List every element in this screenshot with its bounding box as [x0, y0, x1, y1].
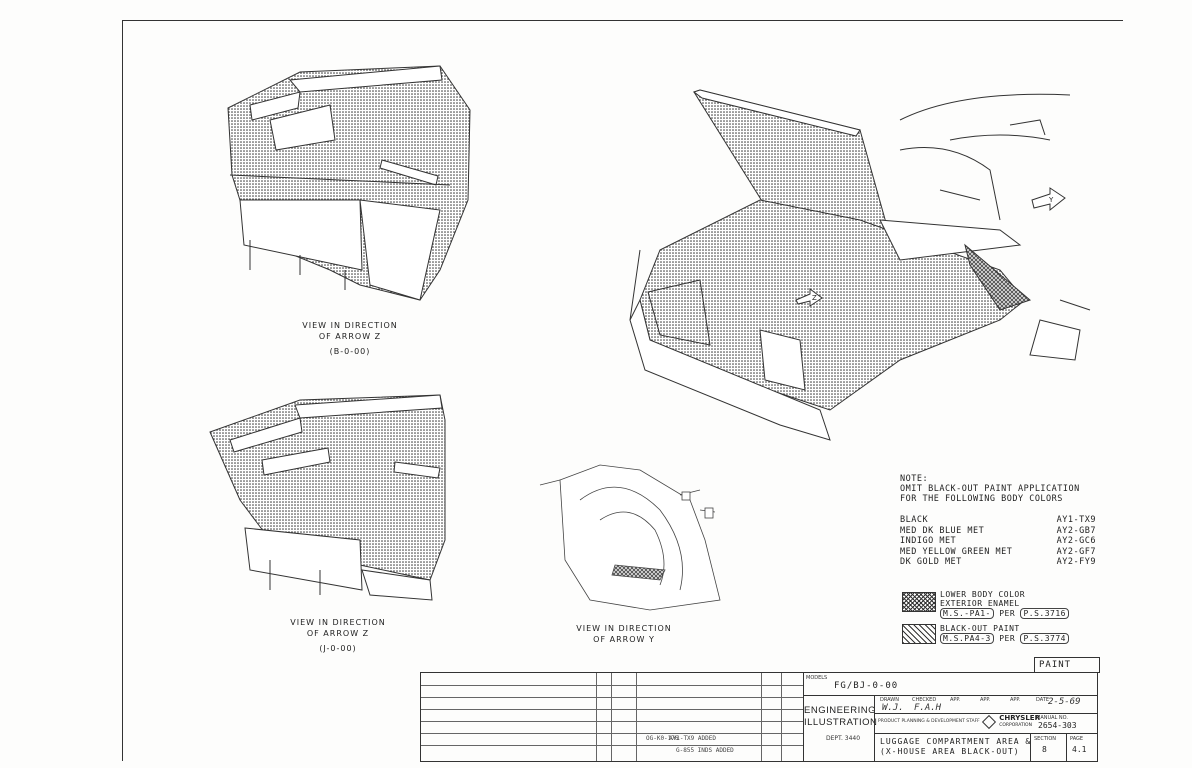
legend-line: LOWER BODY COLOR: [940, 590, 1026, 599]
legend-line: EXTERIOR ENAMEL: [940, 599, 1020, 608]
color-code: AY2-GF7: [1056, 546, 1096, 557]
category-label: PAINT: [1034, 657, 1100, 673]
manual-value: 2654-303: [1038, 721, 1077, 730]
arrow-z-label: Z: [812, 294, 817, 302]
revision-grid: OG-K0-176 G-855 INDS ADDED AY1-TX9 ADDED: [421, 673, 804, 761]
legend-text: LOWER BODY COLOR EXTERIOR ENAMEL M.S.-PA…: [940, 590, 1069, 619]
color-code: AY1-TX9: [1056, 515, 1096, 525]
color-code: AY2-GB7: [1056, 525, 1096, 536]
checked-label: CHECKED: [912, 697, 937, 703]
paint-note: NOTE: OMIT BLACK-OUT PAINT APPLICATION F…: [900, 474, 1080, 504]
legend-spec-row: M.S.PA4-3 PER P.S.3774: [940, 633, 1069, 644]
caption-view-z-bottom: VIEW IN DIRECTION OF ARROW Z (J-0-00): [288, 617, 388, 654]
section-label: SECTION: [1034, 736, 1057, 742]
brand-name: CHRYSLER: [999, 714, 1040, 722]
title-line: LUGGAGE COMPARTMENT AREA &: [880, 737, 1032, 746]
spec-box: M.S.-PA1-: [940, 608, 994, 619]
hatch-swatch: [902, 624, 936, 644]
revision-entry: AY1-TX9 ADDED: [669, 735, 716, 742]
caption-view-y: VIEW IN DIRECTION OF ARROW Y: [574, 623, 674, 645]
app-label: APP.: [950, 697, 961, 703]
drawn-label: DRAWN: [880, 697, 899, 703]
note-line: OMIT BLACK-OUT PAINT APPLICATION: [900, 484, 1080, 494]
crosshatch-swatch: [902, 592, 936, 612]
manual-label: MANUAL NO.: [1036, 715, 1068, 721]
ppd-label: PRODUCT PLANNING & DEVELOPMENT STAFF: [878, 719, 980, 724]
note-line: FOR THE FOLLOWING BODY COLORS: [900, 494, 1063, 504]
color-name: MED YELLOW GREEN MET: [900, 546, 1013, 557]
arrow-y-label: Y: [1048, 196, 1054, 204]
date-value: 2-5-69: [1048, 697, 1081, 707]
legend-per: PER: [999, 634, 1016, 643]
color-name: BLACK: [900, 515, 929, 525]
caption-line: OF ARROW Y: [593, 635, 655, 644]
dept-label: DEPT. 3440: [826, 735, 861, 742]
color-name: DK GOLD MET: [900, 557, 962, 567]
trunk-view-z-top: [227, 65, 471, 301]
engineering-illustration: ENGINEERING ILLUSTRATION: [804, 705, 878, 729]
drawing-title: LUGGAGE COMPARTMENT AREA & (X-HOUSE AREA…: [880, 737, 1031, 757]
eng-line: ILLUSTRATION: [804, 717, 878, 728]
drawn-value: W.J.: [882, 703, 904, 713]
pentastar-icon: [981, 714, 997, 730]
spec-box: M.S.PA4-3: [940, 633, 994, 644]
color-code: AY2-FY9: [1056, 557, 1096, 567]
note-title: NOTE:: [900, 474, 929, 484]
color-row: MED YELLOW GREEN MET AY2-GF7: [900, 547, 1096, 558]
eng-line: ENGINEERING: [804, 705, 877, 716]
section-value: 8: [1042, 745, 1047, 754]
checked-value: F.A.H: [914, 703, 942, 713]
revision-entry: OG-K0-176: [646, 735, 679, 742]
color-row: MED DK BLUE MET AY2-GB7: [900, 526, 1096, 537]
models-label: MODELS: [806, 675, 828, 681]
models-value: FG/BJ-0-00: [834, 681, 899, 691]
date-label: DATE: [1036, 697, 1050, 703]
ps-box: P.S.3716: [1020, 608, 1069, 619]
caption-line: OF ARROW Z: [306, 629, 370, 638]
legend-spec-row: M.S.-PA1- PER P.S.3716: [940, 608, 1069, 619]
brand-sub: CORPORATION: [999, 723, 1032, 728]
caption-code: (J-0-00): [319, 644, 357, 653]
drawing-frame: [122, 20, 1123, 761]
color-name: INDIGO MET: [900, 536, 957, 546]
revision-entry: G-855 INDS ADDED: [676, 747, 734, 754]
caption-view-z-top: VIEW IN DIRECTION OF ARROW Z (B-0-00): [300, 320, 400, 357]
caption-line: VIEW IN DIRECTION: [576, 624, 672, 633]
caption-line: VIEW IN DIRECTION: [290, 618, 386, 627]
caption-line: VIEW IN DIRECTION: [302, 321, 398, 330]
chrysler-logo: CHRYSLER CORPORATION: [981, 714, 1040, 730]
legend-per: PER: [999, 609, 1016, 618]
app-label: APP.: [980, 697, 991, 703]
legend-text: BLACK-OUT PAINT M.S.PA4-3 PER P.S.3774: [940, 624, 1069, 644]
page-label: PAGE: [1070, 736, 1084, 742]
wheelhouse-view-y: [539, 464, 721, 611]
car-rear-view: [629, 89, 1091, 441]
title-block: OG-K0-176 G-855 INDS ADDED AY1-TX9 ADDED…: [420, 672, 1098, 762]
trunk-view-z-bottom: [209, 394, 446, 601]
caption-code: (B-0-00): [329, 347, 371, 356]
color-row: DK GOLD MET AY2-FY9: [900, 557, 1096, 568]
legend-line: BLACK-OUT PAINT: [940, 624, 1020, 633]
page-value: 4.1: [1072, 745, 1087, 754]
ps-box: P.S.3774: [1020, 633, 1069, 644]
app-label: APP.: [1010, 697, 1021, 703]
title-block-main: MODELS FG/BJ-0-00 ENGINEERING ILLUSTRATI…: [804, 673, 1097, 761]
caption-line: OF ARROW Z: [318, 332, 382, 341]
body-color-list: BLACK AY1-TX9 MED DK BLUE MET AY2-GB7 INDI…: [900, 515, 1096, 568]
title-line: (X-HOUSE AREA BLACK-OUT): [880, 747, 1020, 756]
color-code: AY2-GC6: [1056, 536, 1096, 546]
color-name: MED DK BLUE MET: [900, 525, 985, 536]
color-row: INDIGO MET AY2-GC6: [900, 536, 1096, 547]
color-row: BLACK AY1-TX9: [900, 515, 1096, 526]
